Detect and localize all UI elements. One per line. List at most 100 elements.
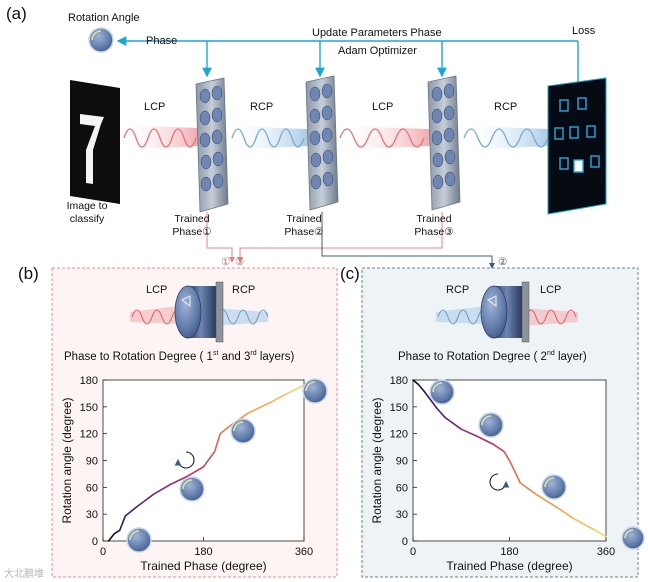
series-segment: [185, 465, 205, 478]
disc-icon: [230, 418, 256, 444]
lcp-label-2: LCP: [372, 101, 394, 113]
series-segment: [444, 416, 463, 430]
phase-label: Phase: [146, 35, 178, 47]
chart-c-disc-icons: [429, 379, 645, 550]
disc-icon: [302, 378, 328, 404]
series-segment: [476, 435, 495, 446]
series-segment: [202, 450, 216, 468]
update-phase-label: Update Parameters Phase: [312, 27, 442, 39]
disc-icon: [179, 476, 205, 502]
y-tick-label: 0: [92, 536, 98, 548]
panel-b-label: (b): [18, 264, 39, 283]
rotation-arrow-icon: [489, 473, 510, 491]
series-segment: [107, 533, 115, 542]
panel-c-lcp-label: LCP: [540, 284, 562, 296]
panel-c-label: (c): [340, 264, 360, 283]
series-segment: [213, 432, 222, 453]
series-segment: [519, 482, 538, 496]
series-segment: [152, 483, 171, 496]
y-tick-label: 120: [80, 429, 98, 441]
y-tick-label: 60: [86, 482, 98, 494]
y-tick-label: 0: [402, 536, 408, 548]
series-segment: [556, 507, 575, 520]
series-segment: [412, 379, 420, 386]
trained-phase-1-b: Phase①: [172, 226, 212, 238]
y-tick-label: 30: [86, 509, 98, 521]
marker-1: ①: [221, 256, 231, 268]
x-tick-label: 360: [295, 546, 313, 558]
panel-b-rcp-label: RCP: [232, 284, 256, 296]
trained-phase-3-a: Trained: [416, 213, 452, 225]
rcp-label-2: RCP: [494, 101, 518, 113]
series-segment: [492, 443, 505, 453]
disc-icon: [541, 474, 567, 500]
x-tick-label: 0: [100, 546, 106, 558]
trained-phase-2-b: Phase②: [284, 226, 324, 238]
marker-3: ③: [235, 256, 245, 268]
detector-plane: [547, 77, 607, 215]
trained-phase-3-b: Phase③: [414, 226, 454, 238]
x-axis-label: Trained Phase (degree): [140, 559, 266, 573]
plot-area: [102, 379, 305, 542]
image-to-label: Image to: [66, 200, 108, 212]
input-digit-image: [70, 80, 120, 204]
series-segment: [269, 392, 289, 404]
series-segment: [135, 493, 155, 508]
series-segment: [118, 515, 127, 532]
series-segment: [124, 506, 138, 517]
loss-label: Loss: [572, 25, 596, 37]
series-segment: [460, 428, 479, 438]
classify-label: classify: [69, 213, 105, 225]
series-segment: [436, 407, 446, 419]
y-tick-label: 180: [80, 375, 98, 387]
series-segment: [428, 397, 438, 410]
x-tick-label: 180: [500, 546, 518, 558]
y-tick-label: 90: [396, 456, 408, 468]
trained-phase-2-a: Trained: [286, 213, 322, 225]
series-segment: [594, 529, 607, 538]
metasurface-layer-2: [305, 75, 339, 211]
chart-b-disc-icons: [126, 378, 328, 553]
y-tick-label: 30: [396, 509, 408, 521]
series-segment: [169, 475, 188, 486]
series-segment: [422, 389, 430, 399]
rotation-angle-disc-icon: [88, 27, 114, 53]
x-tick-label: 0: [410, 546, 416, 558]
marker-2: ②: [498, 256, 508, 268]
beam-rcp-1: [228, 126, 308, 150]
series-segment: [219, 423, 233, 435]
series-segment: [247, 401, 272, 414]
series-segment: [113, 529, 121, 535]
panel-b-unit-cell: [130, 281, 269, 343]
x-tick-label: 180: [194, 546, 212, 558]
series-segment: [417, 383, 425, 392]
disc-icon: [429, 379, 455, 405]
y-tick-label: 150: [390, 402, 408, 414]
lcp-label-1: LCP: [144, 101, 166, 113]
disc-icon: [478, 412, 504, 438]
rcp-label-1: RCP: [250, 101, 274, 113]
beam-rcp-2: [460, 126, 550, 150]
y-tick-label: 180: [390, 375, 408, 387]
series-segment: [503, 450, 511, 462]
disc-icon: [621, 526, 645, 550]
y-tick-label: 120: [390, 429, 408, 441]
series-segment: [508, 459, 522, 484]
y-axis-label: Rotation angle (degree): [370, 397, 384, 523]
panel-b-lcp-label: LCP: [146, 284, 168, 296]
panel-b-title: Phase to Rotation Degree ( 1st and 3rd l…: [64, 350, 295, 363]
adam-optimizer-label: Adam Optimizer: [338, 45, 417, 57]
y-tick-label: 90: [86, 456, 98, 468]
x-axis-label: Trained Phase (degree): [446, 559, 572, 573]
metasurface-layer-3: [427, 75, 461, 211]
panel-c-unit-cell: [436, 281, 578, 343]
panel-c-rcp-label: RCP: [446, 284, 470, 296]
rotation-arrow-icon: [174, 451, 195, 469]
y-tick-label: 60: [396, 482, 408, 494]
panel-c-title: Phase to Rotation Degree ( 2nd layer): [398, 350, 587, 363]
disc-icon: [126, 527, 152, 553]
trained-phase-1-a: Trained: [174, 213, 210, 225]
